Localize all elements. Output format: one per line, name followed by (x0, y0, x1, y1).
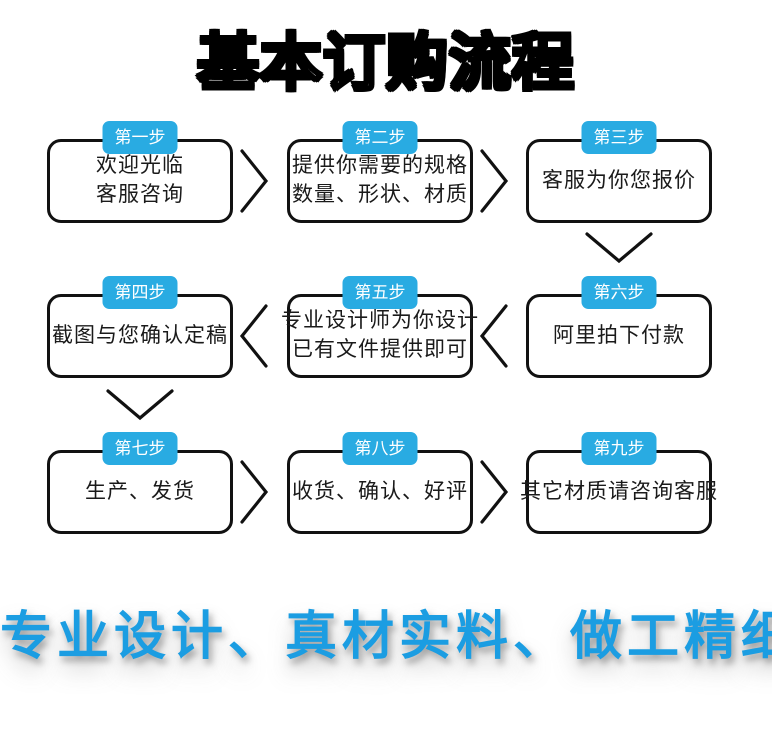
step-2-tab: 第二步 (342, 121, 418, 154)
arrow-down-icon (106, 389, 174, 421)
arrow-left-icon (239, 304, 268, 368)
step-box-5: 第五步 专业设计师为你设计 已有文件提供即可 (281, 276, 478, 378)
arrow-right-icon (480, 460, 509, 524)
step-3-text: 客服为你您报价 (542, 167, 696, 196)
step-box-4: 第四步 截图与您确认定稿 (47, 276, 233, 378)
step-5-text: 专业设计师为你设计 已有文件提供即可 (281, 307, 479, 365)
step-text-line: 生产、发货 (85, 479, 195, 503)
arrow-left-icon (479, 304, 508, 368)
step-box-6: 第六步 阿里拍下付款 (526, 276, 712, 378)
step-box-8: 第八步 收货、确认、好评 (287, 432, 473, 534)
step-2-text: 提供你需要的规格 数量、形状、材质 (292, 152, 468, 210)
step-box-7: 第七步 生产、发货 (47, 432, 233, 534)
step-3-tab: 第三步 (581, 121, 657, 154)
step-text-line: 阿里拍下付款 (553, 323, 685, 347)
step-text-line: 截图与您确认定稿 (52, 323, 228, 347)
arrow-right-icon (240, 460, 269, 524)
arrow-right-icon (480, 149, 509, 213)
step-box-3: 第三步 客服为你您报价 (526, 121, 712, 223)
step-9-text: 其它材质请咨询客服 (520, 478, 718, 507)
step-9-tab: 第九步 (581, 432, 657, 465)
step-4-tab: 第四步 (102, 276, 178, 309)
step-8-text: 收货、确认、好评 (292, 478, 468, 507)
step-7-text: 生产、发货 (85, 478, 195, 507)
step-box-9: 第九步 其它材质请咨询客服 (520, 432, 717, 534)
arrow-down-icon (585, 232, 653, 264)
step-5-tab: 第五步 (342, 276, 418, 309)
step-text-line: 其它材质请咨询客服 (520, 479, 718, 503)
step-8-tab: 第八步 (342, 432, 418, 465)
step-1-text: 欢迎光临 客服咨询 (96, 152, 184, 210)
step-text-line: 已有文件提供即可 (292, 338, 468, 361)
step-box-2: 第二步 提供你需要的规格 数量、形状、材质 (287, 121, 473, 223)
step-text-line: 专业设计师为你设计 (281, 309, 479, 333)
step-text-line: 收货、确认、好评 (292, 479, 468, 503)
step-text-line: 提供你需要的规格 (292, 154, 468, 178)
arrow-right-icon (240, 149, 269, 213)
step-text-line: 客服为你您报价 (542, 168, 696, 192)
step-text-line: 客服咨询 (96, 183, 184, 206)
step-1-tab: 第一步 (102, 121, 178, 154)
step-4-text: 截图与您确认定稿 (52, 322, 228, 351)
footer-slogan: 专业设计、真材实料、做工精细 (0, 609, 772, 666)
step-text-line: 数量、形状、材质 (292, 183, 468, 206)
step-6-tab: 第六步 (581, 276, 657, 309)
step-box-1: 第一步 欢迎光临 客服咨询 (47, 121, 233, 223)
page-title: 基本订购流程 (195, 28, 575, 100)
step-7-tab: 第七步 (102, 432, 178, 465)
step-6-text: 阿里拍下付款 (553, 322, 685, 351)
step-text-line: 欢迎光临 (96, 154, 184, 178)
